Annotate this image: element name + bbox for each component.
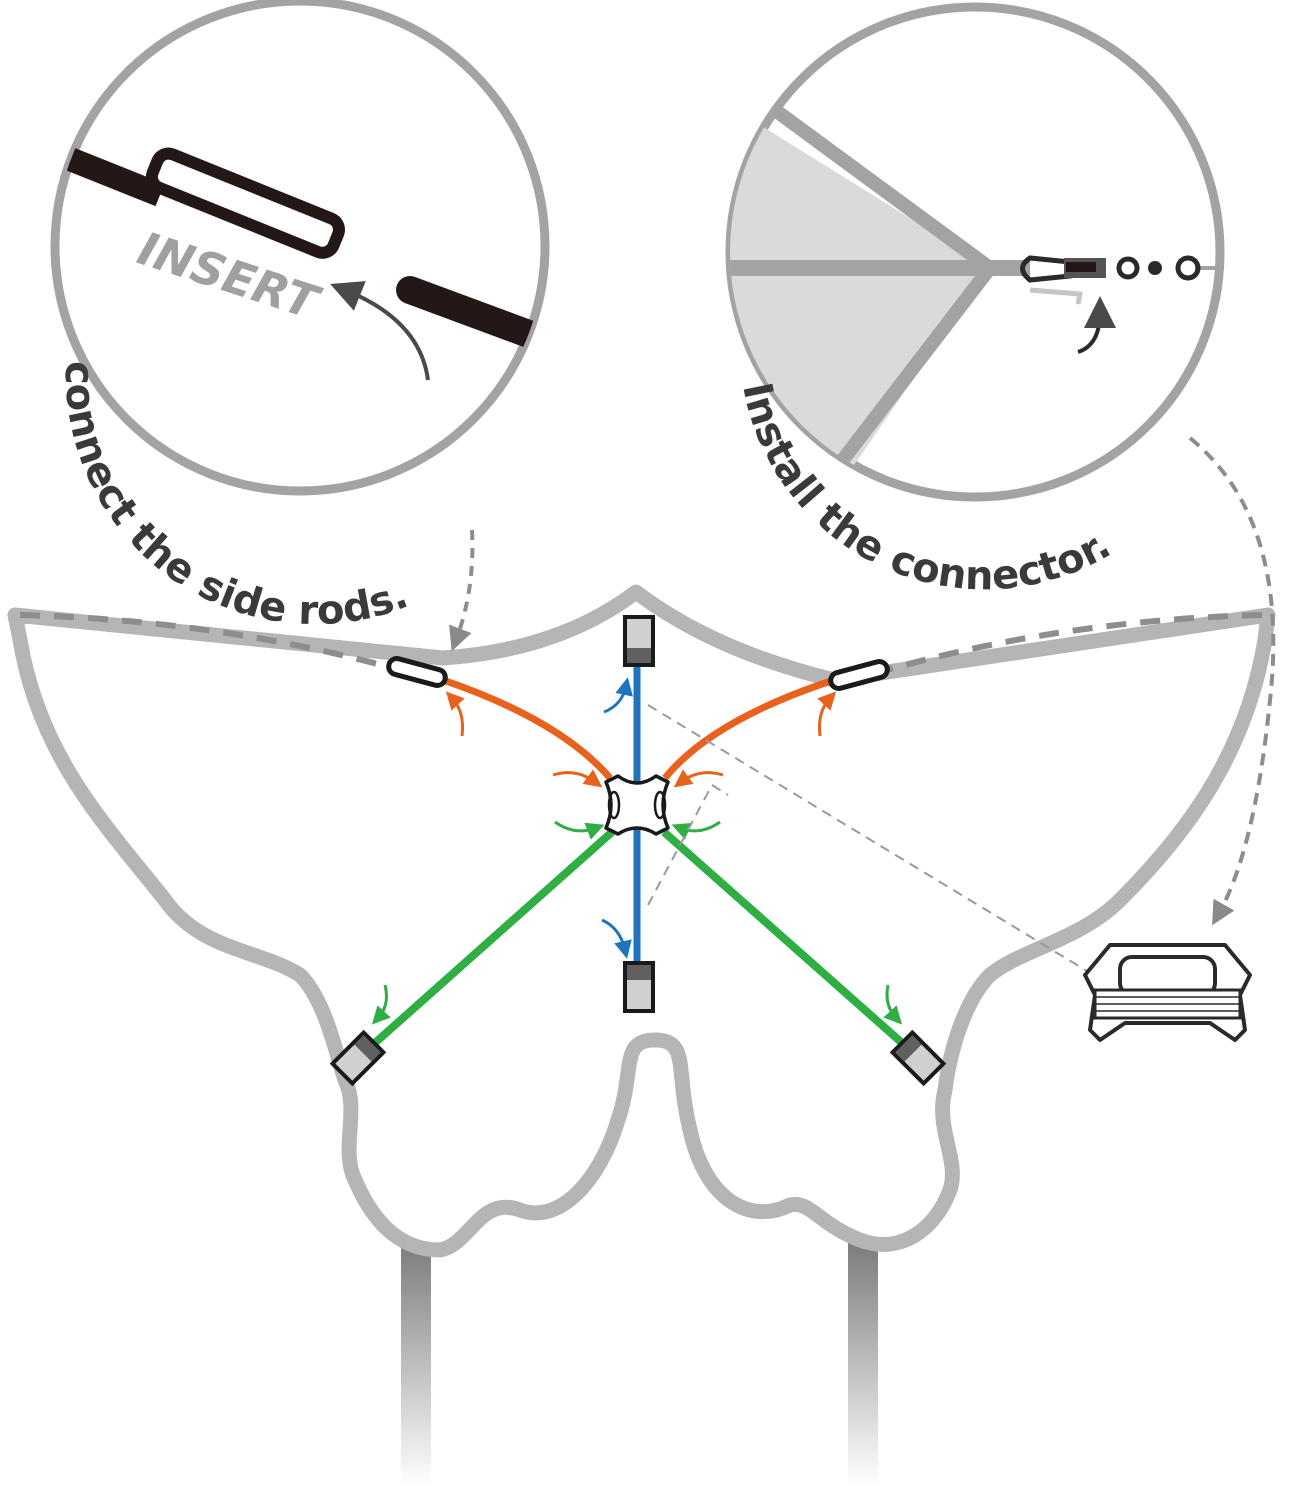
detail-install-connector: Install the connector. bbox=[725, 2, 1225, 599]
kite-sail-outline bbox=[7, 584, 1276, 1258]
rod-ferrule-icon bbox=[386, 656, 890, 691]
lower-spreader-right bbox=[661, 829, 913, 1053]
tail-left bbox=[401, 1240, 431, 1485]
leader-lines bbox=[449, 436, 1276, 986]
line-winder-icon bbox=[1083, 943, 1252, 1042]
upper-spreader-left bbox=[441, 676, 613, 781]
detail-connect-side-rods: INSERT connect the side rods. bbox=[50, 0, 550, 634]
upper-spreader-right bbox=[662, 676, 836, 781]
kite-tails bbox=[401, 1240, 878, 1485]
tail-right bbox=[848, 1240, 878, 1485]
rod-end-cap-icon bbox=[329, 615, 947, 1087]
lower-spreader-left bbox=[364, 829, 615, 1053]
swivel-clip-icon bbox=[1020, 255, 1201, 305]
assembly-arrows bbox=[371, 677, 903, 1025]
central-connector-icon bbox=[604, 774, 670, 836]
rod-piece bbox=[396, 276, 545, 354]
